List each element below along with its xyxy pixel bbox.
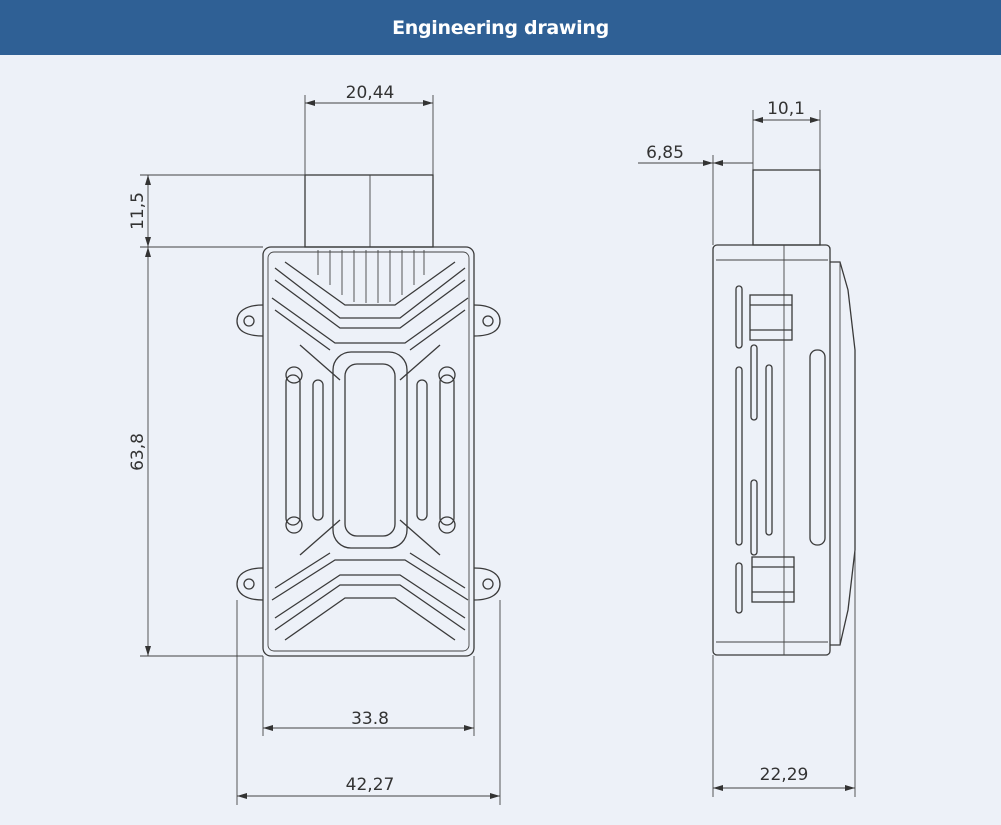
side-view: [712, 169, 856, 656]
body-outline: [262, 246, 475, 657]
heatsink-fins: [271, 261, 469, 641]
connector-fins: [317, 250, 425, 303]
side-clips: [749, 294, 795, 603]
dim-connector-offset: 6,85: [646, 143, 684, 163]
dim-connector-depth: 10,1: [767, 99, 805, 119]
dim-body-height: 63,8: [128, 433, 148, 471]
side-dimensions: 10,1 6,85 22,29: [638, 99, 856, 797]
connector-side: [752, 169, 821, 246]
front-view: [236, 174, 501, 657]
dim-overall-width: 42,27: [346, 775, 395, 795]
dim-body-width: 33.8: [351, 709, 389, 729]
side-plate: [830, 261, 856, 646]
dim-connector-height: 11,5: [128, 192, 148, 230]
side-slots: [285, 366, 456, 534]
side-slots: [735, 285, 826, 614]
side-body: [712, 244, 831, 656]
connector-front: [304, 174, 434, 248]
mounting-ears: [236, 304, 501, 601]
dim-overall-depth: 22,29: [760, 765, 809, 785]
page-title: Engineering drawing: [392, 16, 609, 39]
dim-connector-width: 20,44: [346, 83, 395, 103]
front-dimensions: 20,44 11,5 63,8 33.8 42,27: [128, 83, 501, 805]
header-bar: Engineering drawing: [0, 0, 1001, 55]
center-window: [332, 351, 408, 549]
